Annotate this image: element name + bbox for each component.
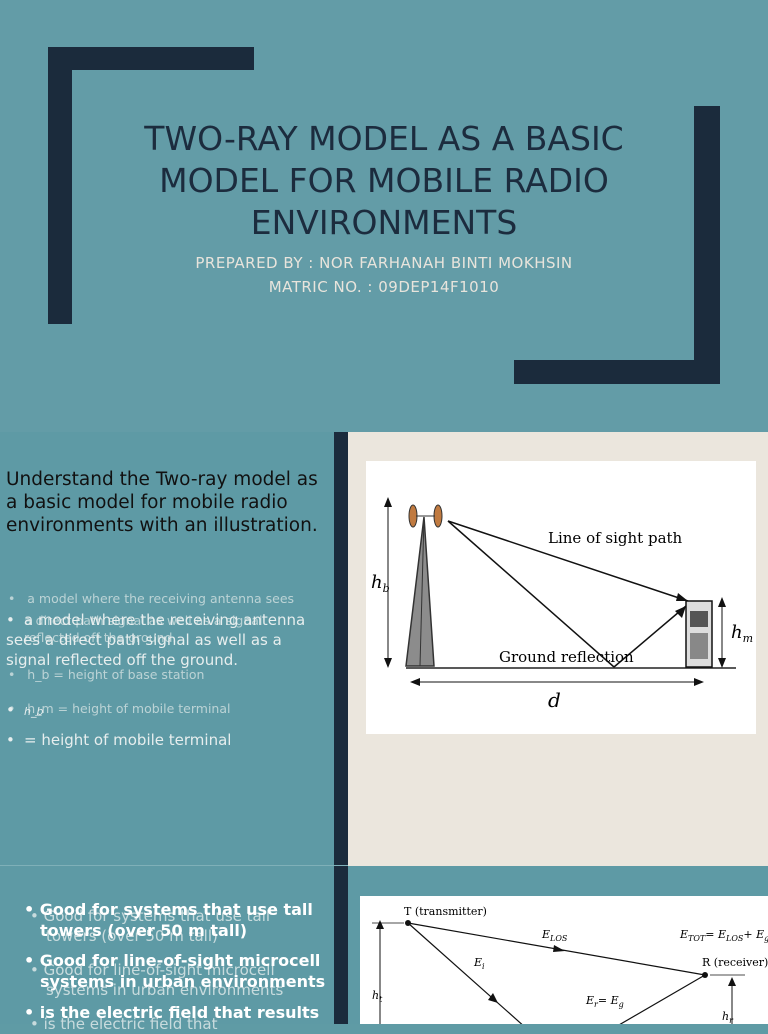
frame-bar-bottom-right-vertical xyxy=(694,106,720,384)
ghost-bullet-line: • h_b = height of base station xyxy=(8,667,205,682)
d-arrow-right xyxy=(694,678,704,686)
ghost-bullet-line: • Good for systems that use tall xyxy=(30,907,271,925)
antenna-right-icon xyxy=(433,504,443,528)
bullet-dot-icon: • xyxy=(6,611,15,629)
incident-arrowhead xyxy=(488,993,498,1003)
frame-bar-top-left-vertical xyxy=(48,47,72,324)
hr-arrow-top xyxy=(728,977,736,986)
bullet-text: Good for line-of-sight microcell xyxy=(39,951,321,970)
electric-field-diagram: T (transmitter) R (receiver) ELOS Ei Er=… xyxy=(360,896,768,1034)
hm-label: hm xyxy=(731,622,753,645)
los-arrowhead xyxy=(676,593,688,601)
ghost-bullet-line: • a model where the receiving antenna se… xyxy=(8,591,295,606)
slide-separator xyxy=(0,865,348,866)
frame-bar-bottom-right-horizontal xyxy=(514,360,720,384)
bullet-text: Good for systems that use tall xyxy=(39,900,313,919)
etot-equation: ETOT= ELOS+ Eg xyxy=(679,928,768,943)
bullet-item: • = height of mobile terminal xyxy=(6,730,326,750)
matric-number: MATRIC NO. : 09DEP14F1010 xyxy=(268,278,500,296)
incident-ray xyxy=(447,520,615,668)
tower-shape xyxy=(405,516,435,667)
bullet-dot-icon: • xyxy=(6,731,15,749)
ht-label: ht xyxy=(372,989,383,1004)
bullet-dot-icon: • xyxy=(6,701,15,719)
receiver-label: R (receiver) xyxy=(702,956,768,969)
slide-title: TWO-RAY MODEL AS A BASIC MODEL FOR MOBIL… xyxy=(100,118,668,244)
bullet-item: •a model where the receiving antenna see… xyxy=(6,610,326,670)
bullet-item: • h_b xyxy=(6,700,326,722)
ht-arrow-top xyxy=(376,920,384,929)
ghost-bullet-line: systems in urban environments xyxy=(46,981,284,999)
d-label: d xyxy=(548,688,561,712)
vertical-divider xyxy=(334,432,348,866)
vertical-divider xyxy=(334,866,348,1024)
transmitter-label: T (transmitter) xyxy=(404,905,487,918)
bullet-item: • Good for systems that use tall xyxy=(24,900,313,919)
title-line-3: ENVIRONMENTS xyxy=(250,203,518,242)
slide-heading: Understand the Two-ray model as a basic … xyxy=(6,469,318,536)
ground-reflection-label: Ground reflection xyxy=(499,648,634,666)
ghost-text: Good for line-of-sight microcell xyxy=(43,961,275,979)
bullet-text: is the electric field that results xyxy=(39,1003,320,1022)
symbol-hb: h_b xyxy=(24,705,44,718)
er-label: Er= Eg xyxy=(585,994,624,1009)
bullet-text-cont: systems in urban environments xyxy=(40,972,326,991)
electric-field-diagram-svg: T (transmitter) R (receiver) ELOS Ei Er=… xyxy=(372,905,768,1034)
bullet-text-cont: towers (over 50 m tall) xyxy=(40,921,248,940)
hr-label: hr xyxy=(722,1010,734,1024)
los-arrowhead xyxy=(553,945,565,952)
ghost-text: Good for systems that use tall xyxy=(43,907,271,925)
hm-arrow-bottom xyxy=(718,658,726,668)
tower-edge xyxy=(419,516,425,667)
ghost-bullet-line: • h_m = height of mobile terminal xyxy=(8,701,231,716)
ghost-bullet-line: a direct path signal as well as a signal xyxy=(24,613,263,628)
vehicle-body xyxy=(690,633,708,659)
ghost-bullet-line: towers (over 50 m tall) xyxy=(46,927,218,945)
title-slide: TWO-RAY MODEL AS A BASIC MODEL FOR MOBIL… xyxy=(0,0,768,432)
bullet-item: • is the electric field that results xyxy=(24,1003,320,1022)
ei-label: Ei xyxy=(473,956,485,971)
d-arrow-left xyxy=(410,678,420,686)
bullet-text: = height of mobile terminal xyxy=(24,731,232,749)
frame-bar-top-left-horizontal xyxy=(48,47,254,70)
prepared-by: PREPARED BY : NOR FARHANAH BINTI MOKHSIN xyxy=(195,254,573,272)
vehicle-window xyxy=(690,611,708,627)
hb-label: hb xyxy=(371,572,390,595)
hb-arrow-bottom xyxy=(384,658,392,668)
bullet-text: a model where the receiving antenna sees… xyxy=(6,611,306,669)
elos-label: ELOS xyxy=(541,928,568,943)
two-ray-diagram-svg: hb hm d Line of sight path Ground reflec… xyxy=(371,497,753,712)
two-ray-diagram: hb hm d Line of sight path Ground reflec… xyxy=(366,461,756,734)
bullet-item: • Good for line-of-sight microcell xyxy=(24,951,321,970)
reflected-ray xyxy=(613,605,687,668)
antenna-left-icon xyxy=(408,504,418,528)
ghost-text: a model where the receiving antenna sees xyxy=(27,591,295,606)
hm-arrow-top xyxy=(718,597,726,607)
ghost-bullet-line: reflected off the ground. xyxy=(24,630,177,645)
ghost-text: h_m = height of mobile terminal xyxy=(27,701,231,716)
title-line-1: TWO-RAY MODEL AS A BASIC xyxy=(144,119,624,158)
reflected-arrowhead xyxy=(675,606,686,618)
ghost-text: h_b = height of base station xyxy=(27,667,205,682)
incident-ray xyxy=(407,922,534,1034)
los-label: Line of sight path xyxy=(548,529,683,547)
hb-arrow-top xyxy=(384,497,392,507)
ghost-bullet-line: • Good for line-of-sight microcell xyxy=(30,961,275,979)
title-line-2: MODEL FOR MOBILE RADIO xyxy=(159,161,609,200)
los-ray xyxy=(447,520,689,602)
